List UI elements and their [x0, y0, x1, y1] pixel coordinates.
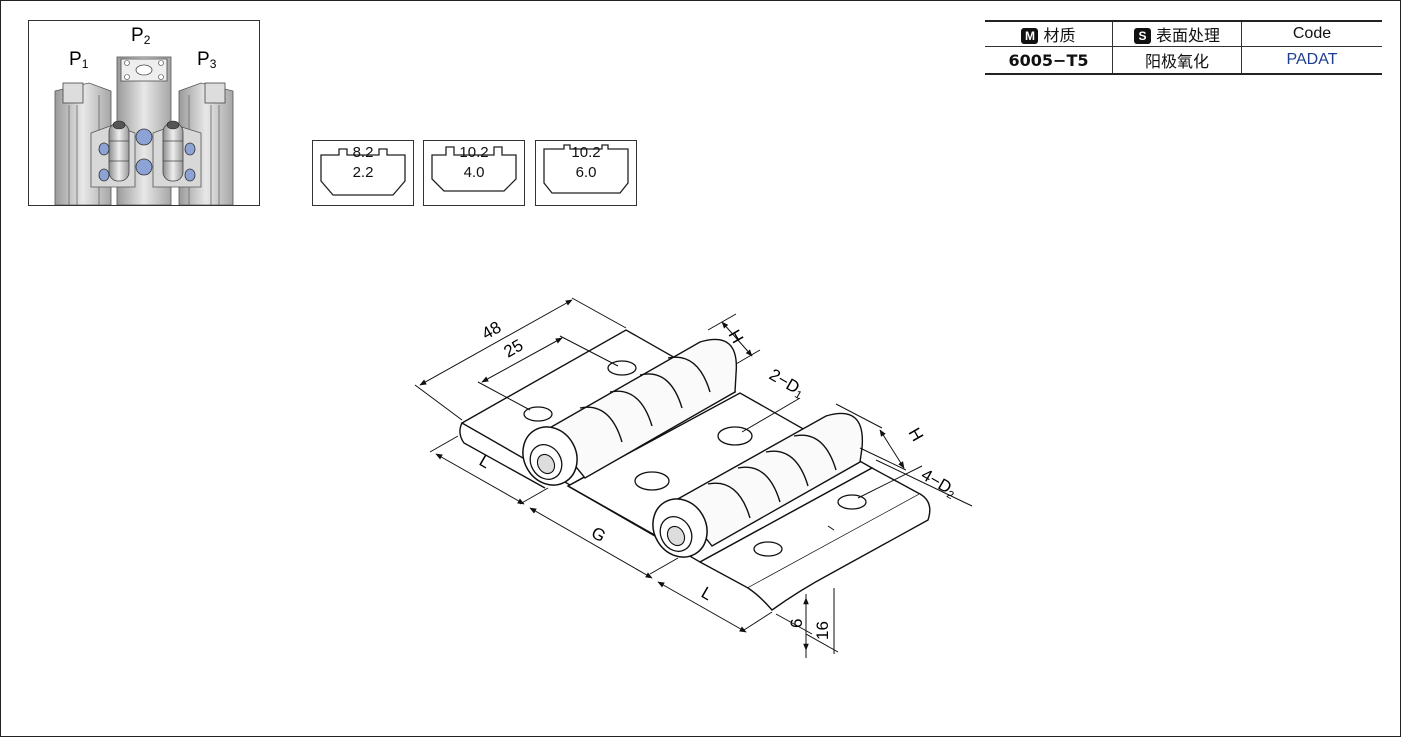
surface-badge-icon: S — [1133, 28, 1151, 44]
center-hole-d1-icon — [634, 471, 670, 491]
dim-h-right-label: H — [905, 425, 928, 445]
slot-shape-icon — [543, 144, 629, 194]
slot-bottom-dimension: 6.0 — [575, 164, 597, 181]
code-header: Code — [1241, 20, 1382, 47]
slot-top-dimension: 10.2 — [459, 144, 489, 161]
label-p1: P1 — [69, 49, 89, 71]
profile-hinge-illustration: P1 P2 P3 — [54, 25, 234, 206]
mount-bolt-icon — [135, 158, 153, 176]
slot-shape-icon — [431, 146, 517, 192]
dim-l-left — [429, 435, 549, 505]
slot-top-dimension: 10.2 — [571, 144, 601, 161]
mount-hole-icon — [753, 541, 783, 557]
mount-hole-icon — [837, 494, 867, 510]
slot-profile-p2: 10.2 4.0 — [423, 140, 525, 206]
mount-hole-icon — [523, 406, 553, 422]
dim-g — [529, 507, 679, 579]
mount-bolt-icon — [135, 128, 153, 146]
hinge-right-mounted — [152, 120, 202, 188]
dim-thickness — [775, 525, 839, 658]
dim-16-label: 16 — [813, 621, 832, 640]
slot-shape-icon — [320, 148, 406, 196]
slot-top-dimension: 8.2 — [352, 144, 374, 161]
dim-l-left-label: L — [476, 451, 494, 472]
dim-h-right — [835, 403, 907, 471]
surface-header: 表面处理 — [1155, 28, 1220, 45]
slot-bottom-dimension: 4.0 — [463, 164, 485, 181]
dim-l-right — [657, 581, 773, 633]
dim-25 — [477, 335, 619, 411]
dim-l-right-label: L — [698, 583, 716, 604]
material-badge-icon: M — [1021, 28, 1039, 44]
label-p3: P3 — [197, 49, 217, 71]
application-thumbnail: P1 P2 P3 — [28, 20, 260, 206]
slot-profile-p3: 10.2 6.0 — [535, 140, 637, 206]
surface-value: 阳极氧化 — [1112, 46, 1242, 75]
slot-bottom-dimension: 2.2 — [352, 164, 374, 181]
dim-6-label: 6 — [787, 619, 806, 628]
label-p2: P2 — [131, 25, 151, 47]
code-value[interactable]: PADAT — [1241, 46, 1382, 75]
slot-profile-p1: 8.2 2.2 — [312, 140, 414, 206]
material-header: 材质 — [1043, 28, 1076, 45]
hinge-knuckle-right — [652, 412, 864, 558]
material-value: 6005−T5 — [985, 46, 1113, 75]
hinge-left-mounted — [90, 120, 136, 188]
dim-25-label: 25 — [501, 336, 527, 362]
dim-2-d1-label: 2−D1 — [765, 365, 808, 402]
dim-h-left — [707, 313, 761, 365]
hinge-plate-right — [698, 467, 931, 611]
dim-4-d2 — [857, 459, 973, 507]
dim-2-d1 — [741, 397, 801, 433]
